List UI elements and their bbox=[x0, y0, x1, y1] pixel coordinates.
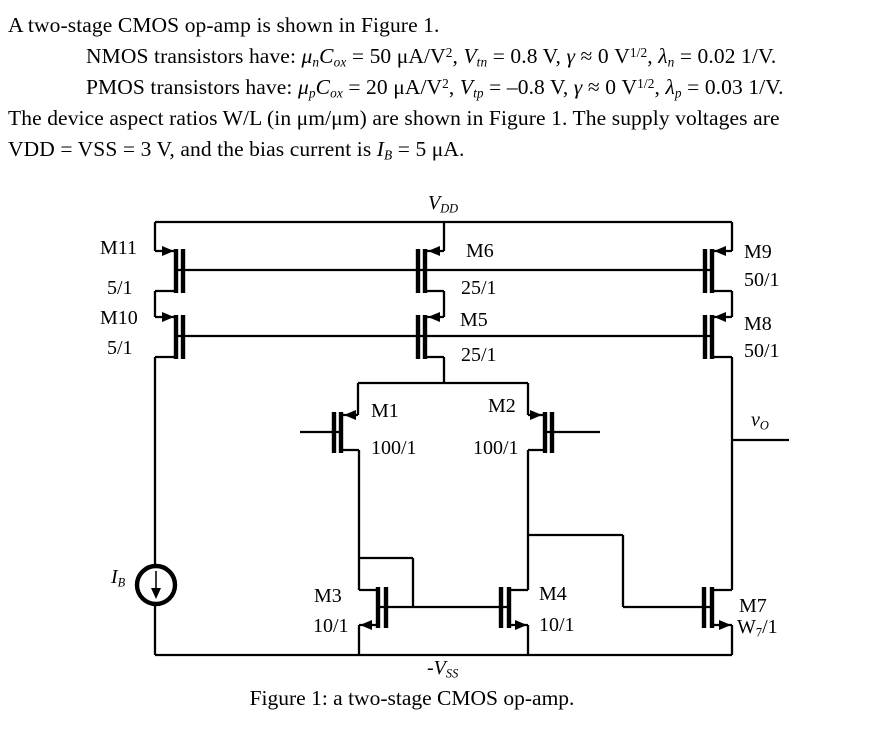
transistor-m2 bbox=[530, 410, 555, 453]
transistor-m5 bbox=[415, 312, 440, 359]
label-m11-ratio: 5/1 bbox=[107, 277, 133, 299]
m6-bars bbox=[415, 249, 428, 293]
transistor-m9 bbox=[702, 246, 726, 293]
label-m8-ratio: 50/1 bbox=[744, 340, 780, 362]
label-m9: M9 bbox=[744, 241, 772, 263]
label-m2: M2 bbox=[488, 395, 516, 417]
m9-source-arrow bbox=[714, 246, 726, 256]
label-m6: M6 bbox=[466, 240, 494, 262]
label-ib: IB bbox=[111, 566, 126, 590]
label-m5-ratio: 25/1 bbox=[461, 344, 497, 366]
label-m10-ratio: 5/1 bbox=[107, 337, 133, 359]
transistor-m4 bbox=[498, 587, 527, 630]
label-m3: M3 bbox=[314, 585, 342, 607]
m10-bars bbox=[173, 315, 186, 359]
m11-bars bbox=[173, 249, 186, 293]
label-m7: M7 bbox=[739, 595, 767, 617]
m5-source-arrow bbox=[428, 312, 440, 322]
transistor-m11 bbox=[162, 246, 186, 293]
m4-bars bbox=[498, 587, 512, 628]
label-m8: M8 bbox=[744, 313, 772, 335]
label-vss: -VSS bbox=[427, 657, 459, 681]
figure-caption: Figure 1: a two-stage CMOS op-amp. bbox=[249, 686, 575, 710]
problem-line-1: A two-stage CMOS op-amp is shown in Figu… bbox=[8, 13, 440, 37]
m2-bars bbox=[542, 412, 555, 453]
problem-line-5: VDD = VSS = 3 V, and the bias current is… bbox=[8, 137, 465, 163]
m9-bars bbox=[702, 249, 715, 293]
transistor-m6 bbox=[415, 246, 440, 293]
label-m7-ratio: W7/1 bbox=[737, 616, 778, 640]
label-m1-ratio: 100/1 bbox=[371, 437, 417, 459]
m7-source-arrow bbox=[719, 620, 731, 630]
m10-source-arrow bbox=[162, 312, 174, 322]
label-m11: M11 bbox=[100, 237, 138, 259]
current-source-circle bbox=[134, 563, 178, 607]
label-m4-ratio: 10/1 bbox=[539, 614, 575, 636]
m7-bars bbox=[701, 587, 715, 628]
label-m4: M4 bbox=[539, 583, 567, 605]
label-m10: M10 bbox=[100, 307, 138, 329]
m4-source-arrow bbox=[515, 620, 527, 630]
label-m6-ratio: 25/1 bbox=[461, 277, 497, 299]
label-m9-ratio: 50/1 bbox=[744, 269, 780, 291]
problem-line-3: PMOS transistors have: μpCox = 20 μA/V2,… bbox=[86, 75, 784, 101]
m1-bars bbox=[331, 412, 344, 453]
bias-current-source-ib bbox=[134, 563, 178, 607]
transistor-m7 bbox=[701, 587, 731, 630]
m8-bars bbox=[702, 315, 715, 359]
label-m3-ratio: 10/1 bbox=[313, 615, 349, 637]
transistor-m8 bbox=[702, 312, 726, 359]
transistor-m10 bbox=[162, 312, 186, 359]
current-source-arrow-head bbox=[151, 588, 161, 599]
label-m5: M5 bbox=[460, 309, 488, 331]
m1-source-arrow bbox=[344, 410, 356, 420]
m8-source-arrow bbox=[714, 312, 726, 322]
m5-bars bbox=[415, 315, 428, 359]
m3-bars bbox=[375, 587, 389, 628]
problem-line-4: The device aspect ratios W/L (in μm/μm) … bbox=[8, 106, 780, 130]
m2-source-arrow bbox=[530, 410, 542, 420]
label-vo: vO bbox=[751, 409, 769, 433]
transistor-m1 bbox=[331, 410, 356, 453]
transistor-m3 bbox=[360, 587, 389, 630]
m6-source-arrow bbox=[428, 246, 440, 256]
label-m1: M1 bbox=[371, 400, 399, 422]
m3-source-arrow bbox=[360, 620, 372, 630]
problem-line-2: NMOS transistors have: μnCox = 50 μA/V2,… bbox=[86, 44, 777, 70]
label-vdd: VDD bbox=[428, 192, 459, 216]
m11-source-arrow bbox=[162, 246, 174, 256]
label-m2-ratio: 100/1 bbox=[473, 437, 519, 459]
